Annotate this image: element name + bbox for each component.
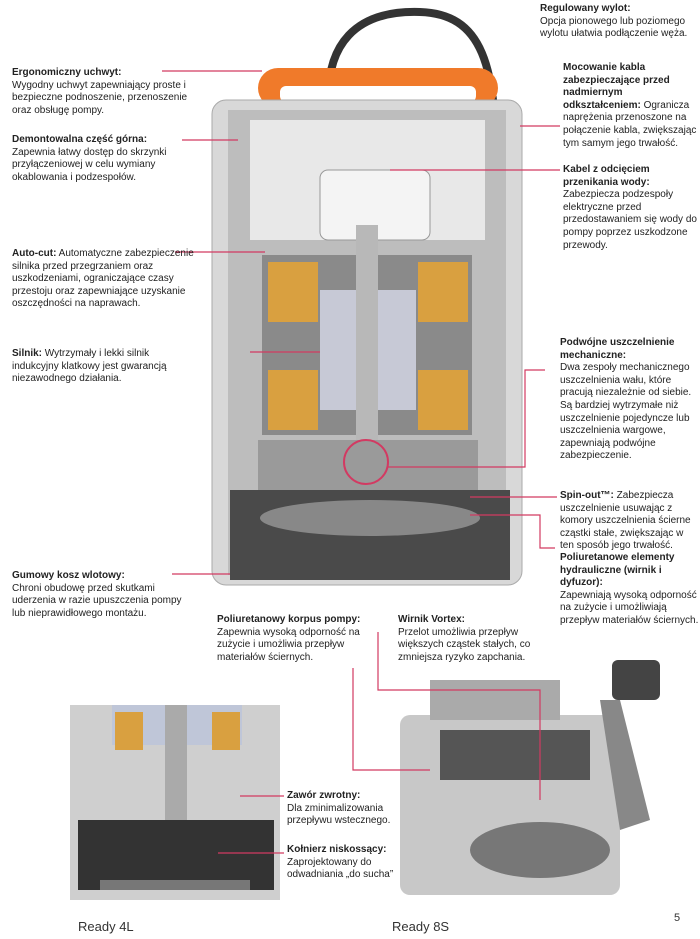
caption-ready-4l: Ready 4L (78, 919, 134, 934)
ready-8s-cutaway (400, 660, 660, 895)
annotation-top: Demontowalna część górna:Zapewnia łatwy … (12, 134, 167, 183)
ready-4l-cutaway (70, 705, 280, 900)
annotation-spinout: Spin-out™: Zabezpiecza uszczelnienie usu… (560, 490, 691, 552)
caption-ready-8s: Ready 8S (392, 919, 450, 934)
annotation-collar: Kołnierz niskossący:Zaprojektowany do od… (287, 844, 394, 881)
leader-lines (162, 70, 560, 854)
annotation-motor: Silnik: Wytrzymały i lekki silnik indukc… (12, 348, 167, 385)
annotation-vortex: Wirnik Vortex:Przelot umożliwia przepływ… (398, 614, 531, 663)
page-number: 5 (674, 912, 681, 924)
annotation-autocut: Auto-cut: Automatyczne zabezpieczenie si… (12, 248, 194, 310)
annotation-hydraulics: Poliuretanowe elementy hydrauliczne (wir… (560, 552, 699, 626)
annotation-seal: Podwójne uszczelnienie mechaniczne:Dwa z… (560, 337, 692, 462)
main-pump-cutaway (211, 7, 523, 586)
annotation-cable: Kabel z odcięciem przenikania wody:Zabez… (563, 164, 697, 251)
stator-winding (268, 262, 318, 322)
annotation-strainer: Gumowy kosz wlotowy:Chroni obudowę przed… (12, 570, 182, 619)
annotation-cable-fix: Mocowanie kabla zabezpieczające przed na… (563, 62, 697, 149)
annotation-valve: Zawór zwrotny:Dla zminimalizowania przep… (287, 790, 391, 827)
annotation-handle: Ergonomiczny uchwyt:Wygodny uchwyt zapew… (12, 67, 188, 116)
annotation-casing: Poliuretanowy korpus pompy:Zapewnia wyso… (217, 614, 361, 663)
annotation-outlet: Regulowany wylot:Opcja pionowego lub poz… (540, 3, 688, 40)
